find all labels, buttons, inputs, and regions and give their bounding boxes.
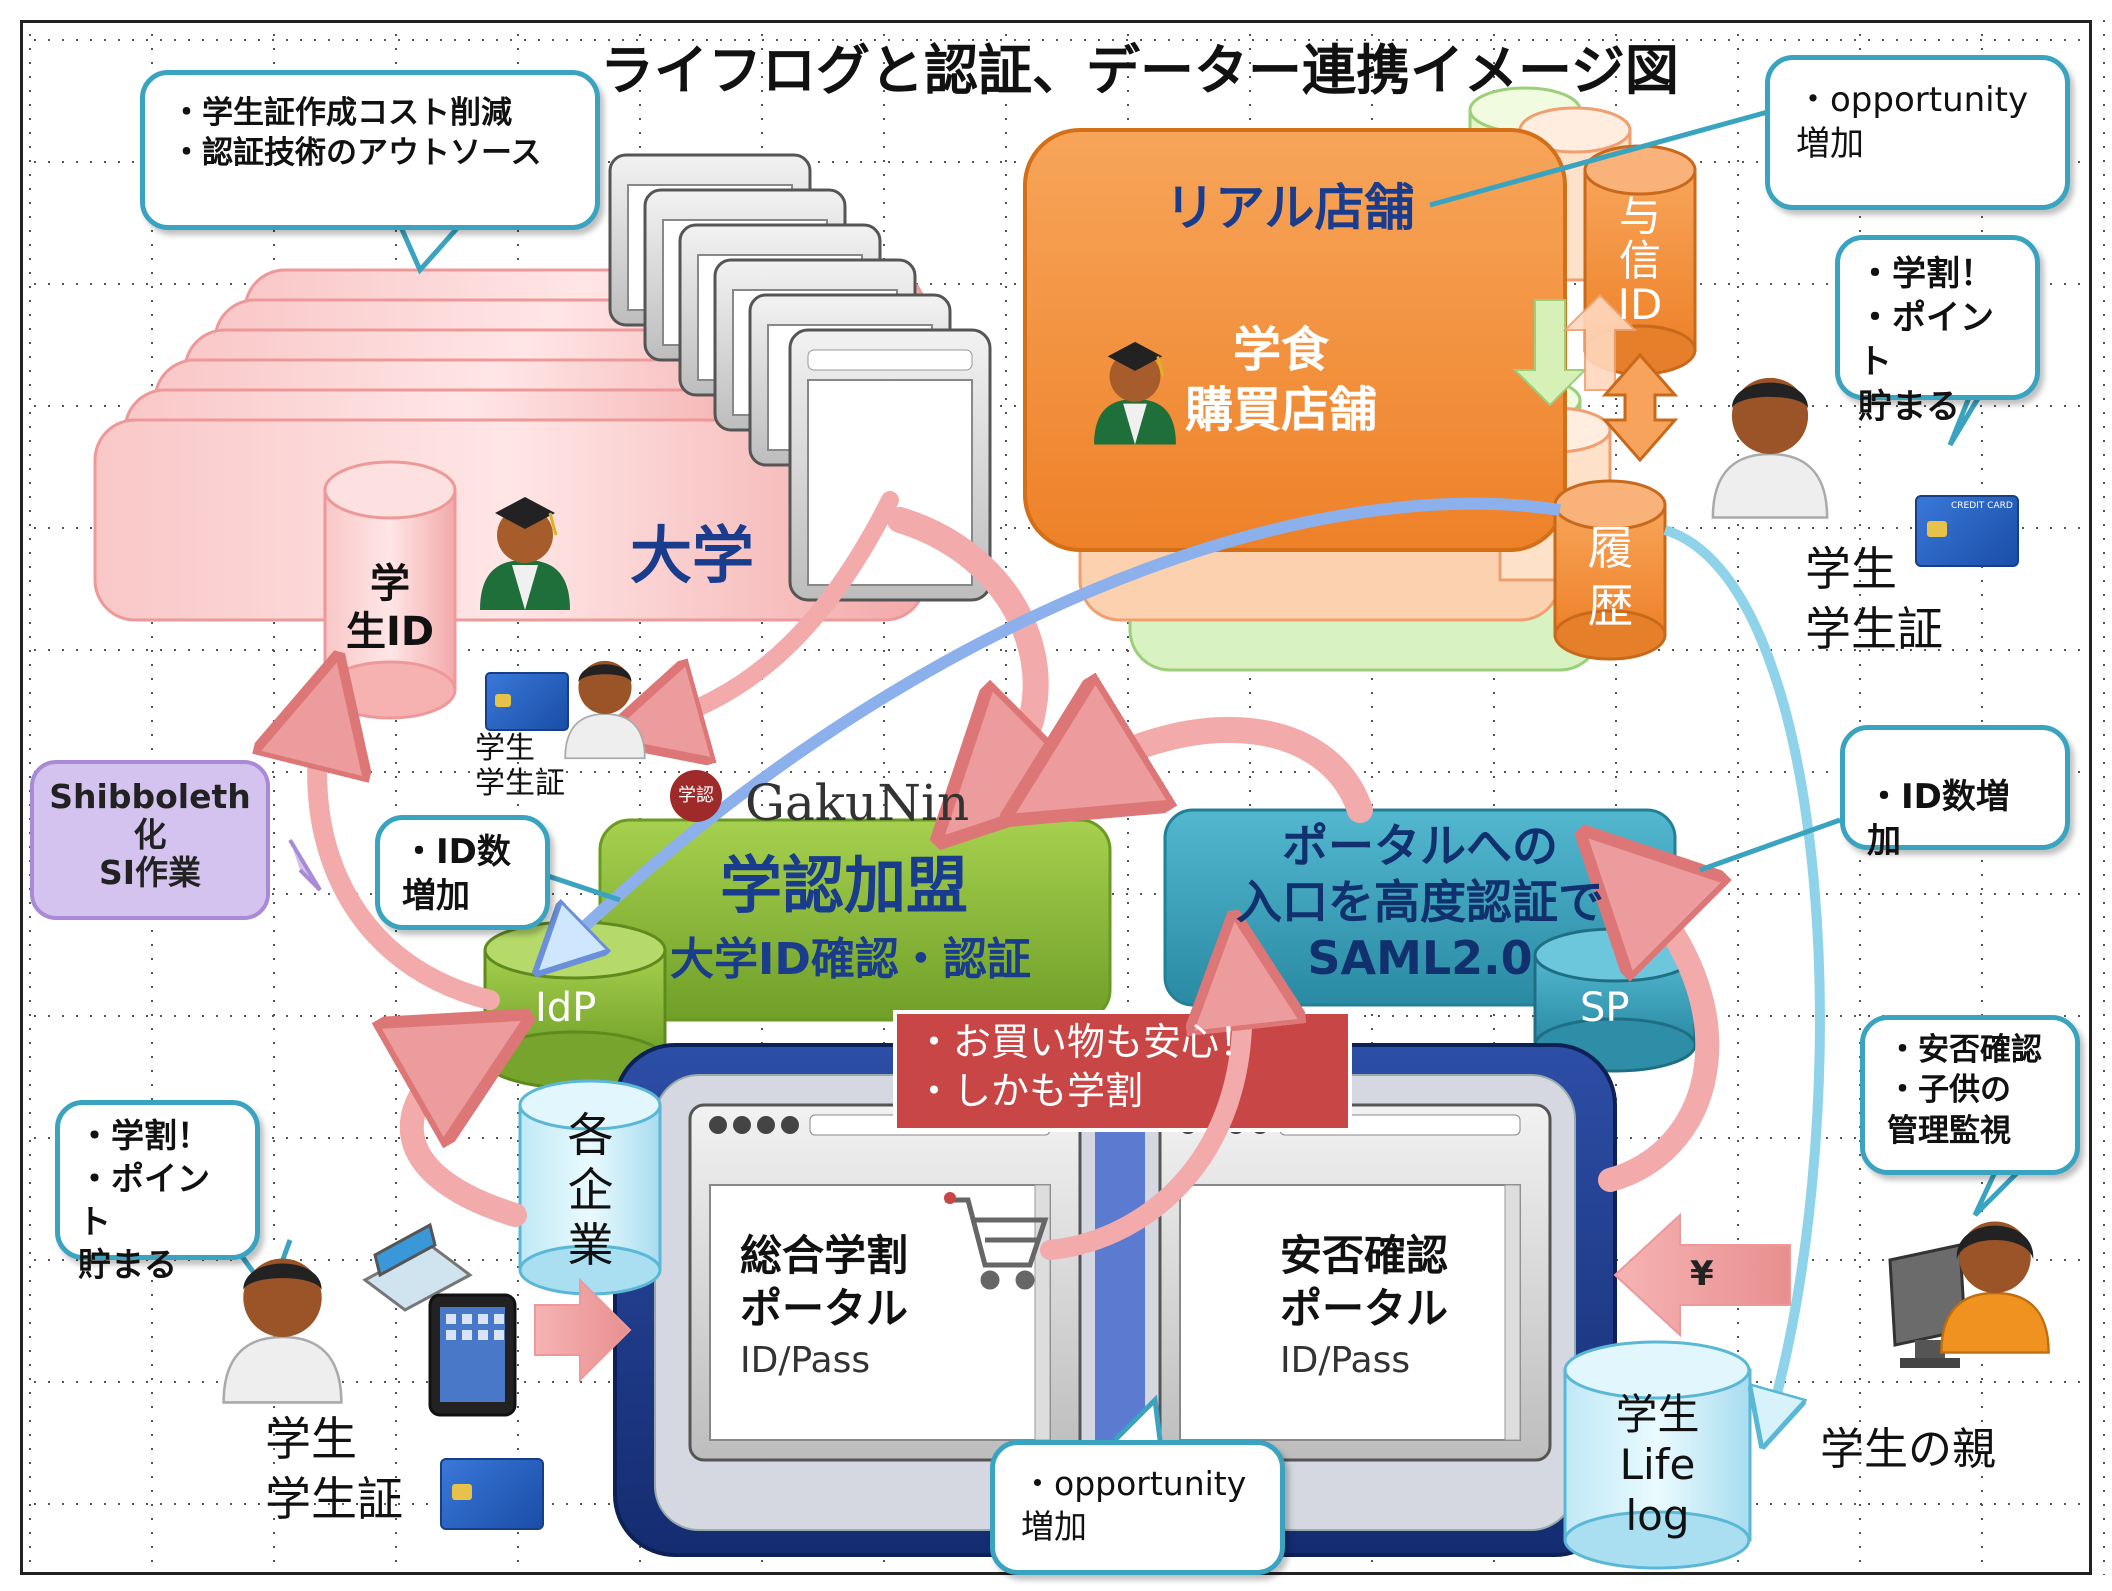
pink-flow-arrows	[317, 491, 1707, 1260]
laptop-icon	[362, 1222, 473, 1312]
label-university: 大学	[630, 519, 755, 592]
browser-window-stack	[608, 153, 992, 602]
diagram-title: ライフログと認証、データー連携イメージ図	[600, 39, 1679, 102]
note-university-cost: ・学生証作成コスト削減 ・認証技術のアウトソース	[140, 70, 600, 230]
label-lifelog: 学生 Life log	[1615, 1390, 1700, 1540]
credit-card-icon-right: CREDIT CARD	[1915, 495, 2019, 567]
label-companies: 各 企 業	[567, 1108, 614, 1273]
companies-cylinder	[518, 1079, 662, 1296]
graduate-person-icon-store	[1094, 341, 1176, 445]
arrow-into-portal	[534, 1277, 632, 1383]
label-student-right: 学生 学生証	[1805, 542, 1943, 656]
label-history: 履 歴	[1587, 521, 1634, 633]
credit-card-icon-left	[440, 1458, 544, 1530]
label-federation-title: 学認加盟	[720, 849, 969, 922]
cyan-arrow-history-to-lifelog	[1663, 525, 1825, 1420]
label-student-small: 学生 学生証	[475, 731, 565, 801]
student-person-icon-small	[564, 660, 646, 760]
label-student-left: 学生 学生証	[265, 1412, 403, 1526]
note-id-increase-right: ・ID数増加	[1840, 725, 2070, 861]
label-id-pass-left: ID/Pass	[740, 1340, 871, 1381]
label-federation-sub: 大学ID確認・認証	[670, 934, 1031, 985]
label-id-pass-right: ID/Pass	[1280, 1340, 1411, 1381]
sync-arrows	[1512, 293, 1679, 463]
label-portal-entry: ポータルへの 入口を高度認証で SAML2.0	[1236, 819, 1604, 986]
arrow-payment	[1613, 1212, 1791, 1338]
student-person-icon-left	[222, 1258, 343, 1404]
shibboleth-note: Shibboleth 化 SI作業	[30, 760, 270, 920]
note-parent: ・安否確認 ・子供の 管理監視	[1860, 1015, 2080, 1175]
label-portal-discount: 総合学割 ポータル	[740, 1231, 909, 1333]
tablet-device-icon	[428, 1293, 517, 1417]
note-discount-left: ・学割！ ・ポイント 貯まる	[55, 1100, 260, 1284]
note-discount-right: ・学割！ ・ポイント 貯まる	[1835, 235, 2040, 427]
note-portal-opportunity: ・opportunity 増加	[990, 1440, 1285, 1575]
note-id-increase-left: ・ID数 増加	[375, 815, 550, 930]
label-cafeteria-store: 学食 購買店舗	[1185, 322, 1378, 438]
label-gakunin-logo: GakuNin	[745, 774, 970, 832]
label-student-id: 学 生ID	[345, 561, 435, 655]
student-person-icon-right	[1711, 377, 1829, 519]
credit-card-icon-small	[485, 672, 569, 731]
graduate-person-icon	[480, 497, 570, 610]
note-store-opportunity: ・opportunity 増加	[1765, 55, 2070, 210]
blue-arrow-history-to-idp	[560, 497, 1561, 950]
portal-browser-left	[688, 1103, 1082, 1462]
label-real-store: リアル店舗	[1165, 179, 1415, 237]
label-shopping-note: ・お買い物も安心！ ・しかも学割	[915, 1020, 1258, 1114]
label-parent: 学生の親	[1820, 1424, 1996, 1475]
label-yen: ¥	[1690, 1254, 1714, 1294]
label-credit-id: 与 信 ID	[1617, 192, 1663, 330]
lifelog-cylinder	[1563, 1340, 1752, 1570]
shibboleth-pointer	[288, 838, 322, 892]
history-cylinder	[1553, 479, 1667, 661]
shopping-cart-icon	[944, 1192, 1049, 1290]
label-sp: SP	[1580, 985, 1630, 1031]
parent-person-icon	[1940, 1221, 2050, 1354]
label-portal-safety: 安否確認 ポータル	[1280, 1231, 1449, 1333]
label-idp: IdP	[535, 985, 597, 1031]
gakunin-seal-logo: 学認	[670, 770, 722, 822]
